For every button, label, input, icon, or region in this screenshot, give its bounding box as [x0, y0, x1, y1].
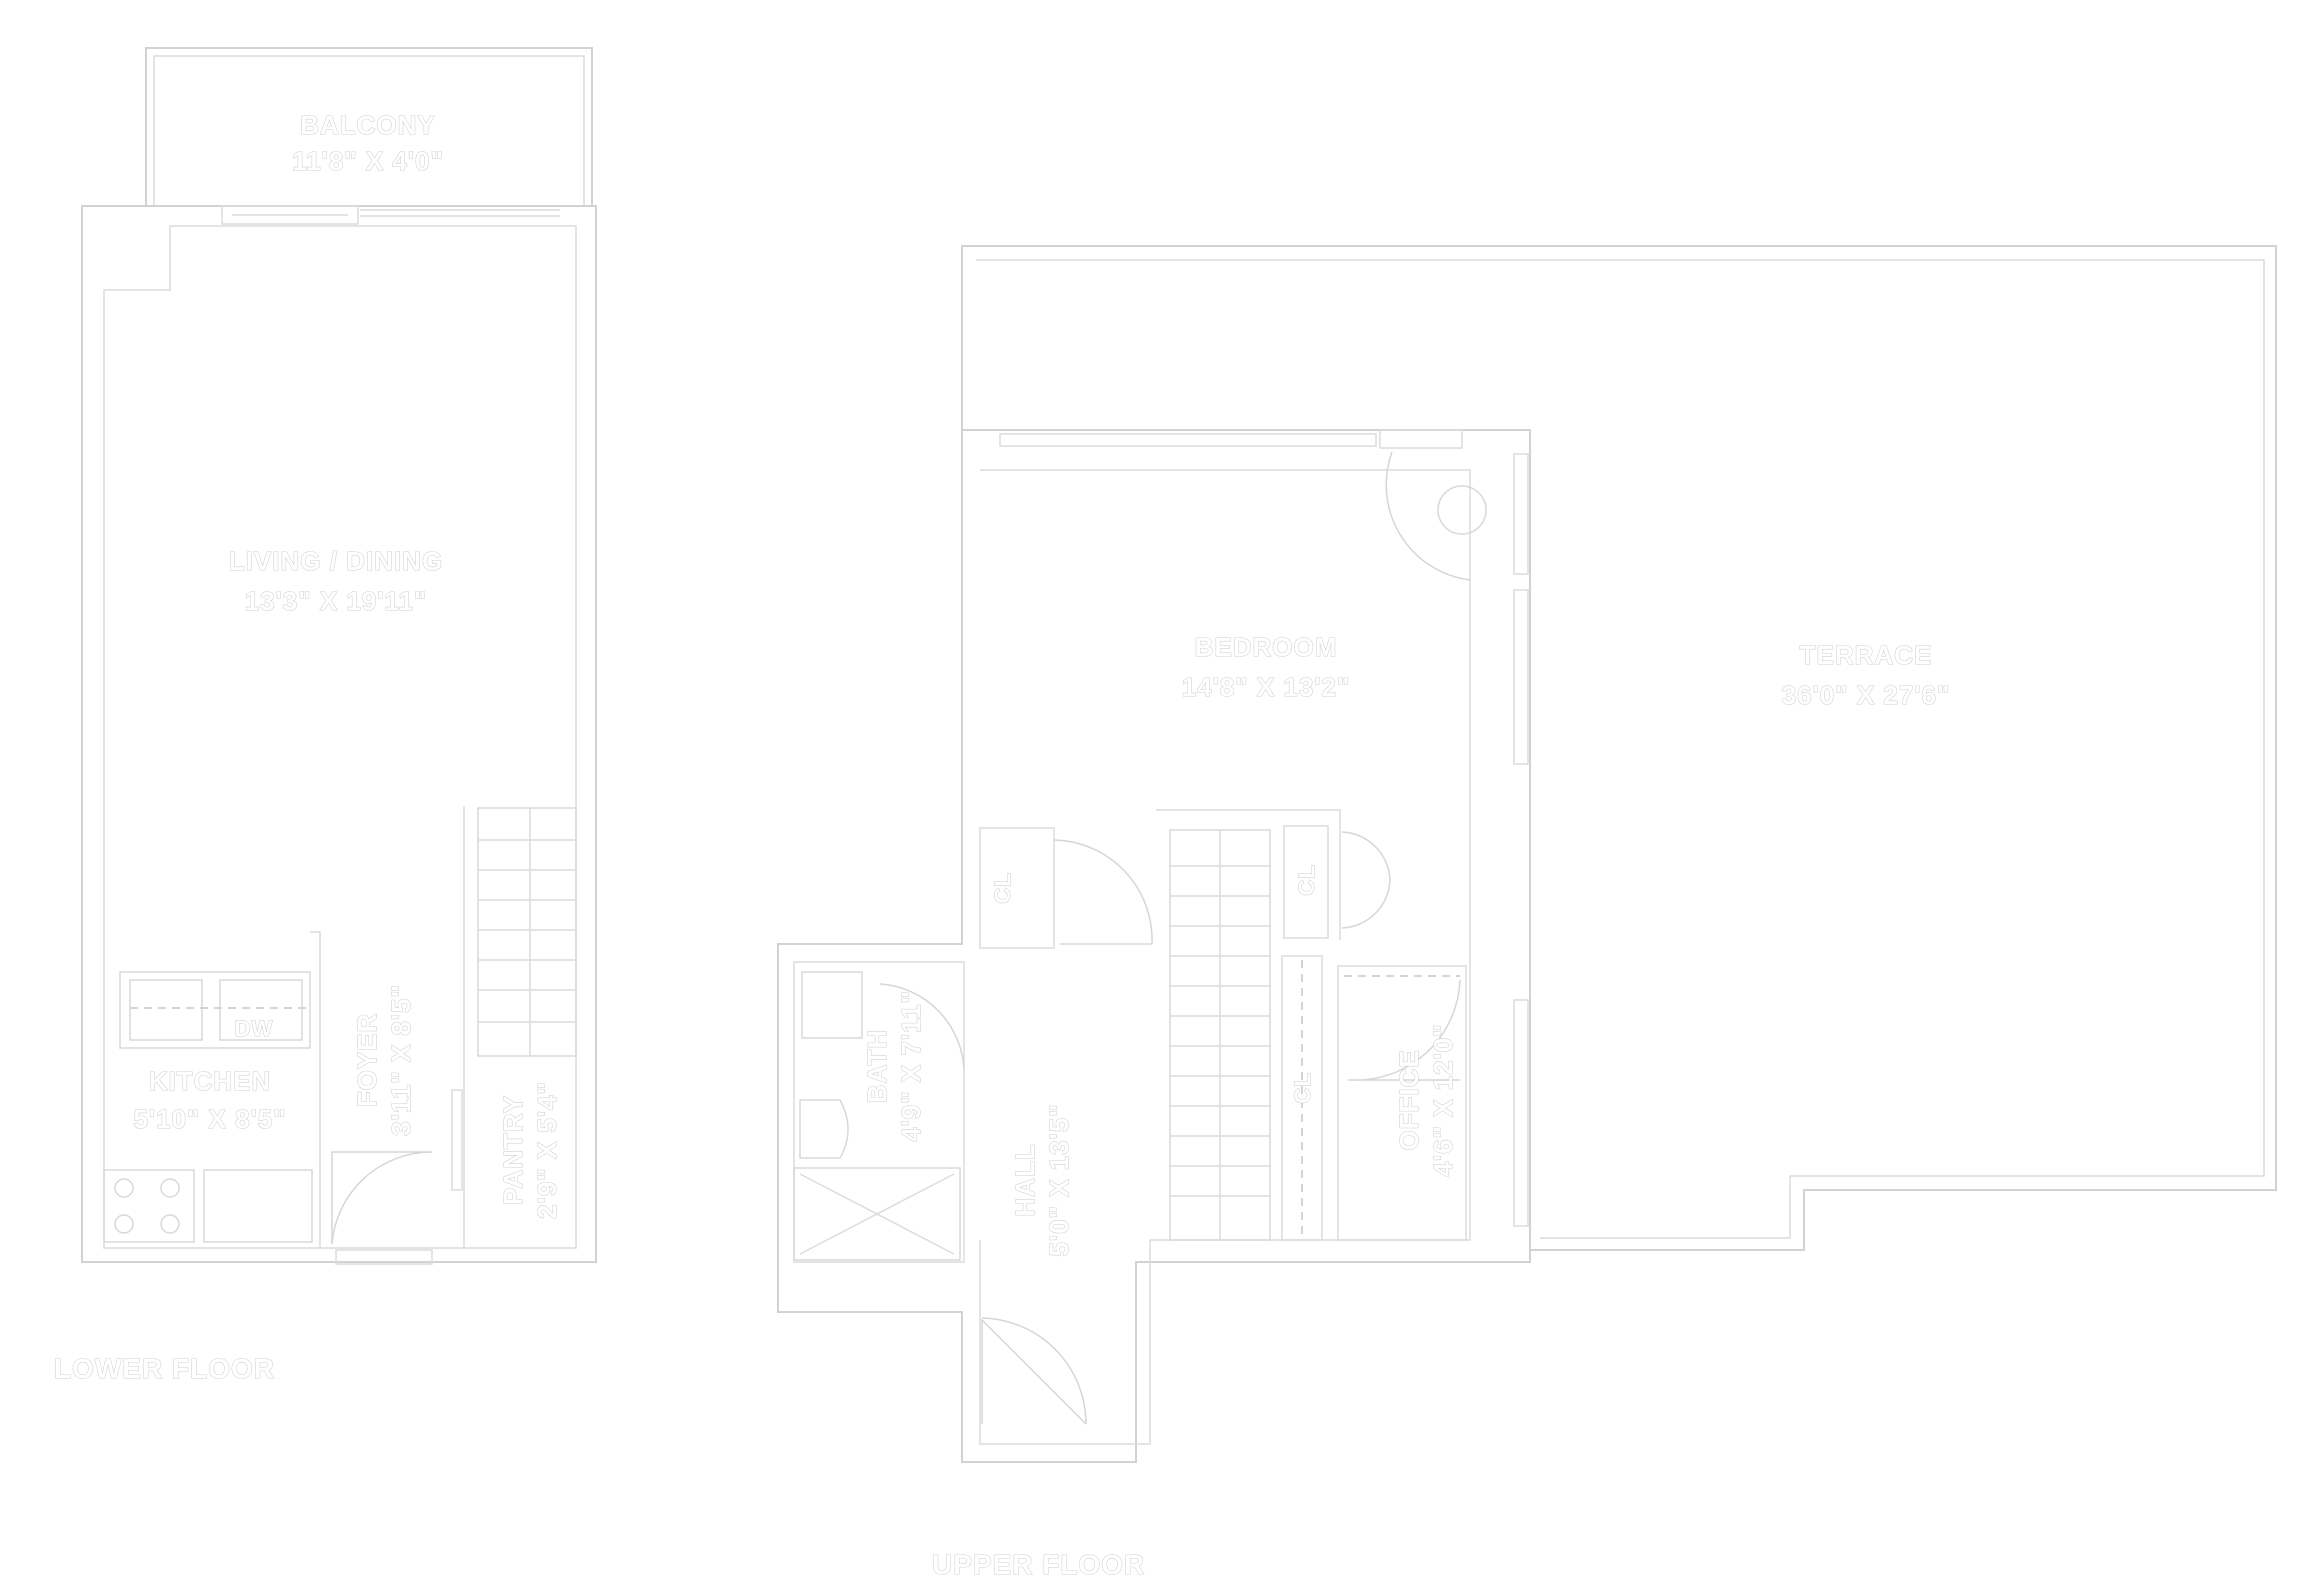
upper-floor-outline [777, 429, 1531, 1463]
bedroom-window [999, 433, 1377, 447]
balcony-outline [145, 47, 593, 206]
kitchen-sink [129, 979, 203, 1041]
kitchen-counter [119, 971, 311, 1049]
kitchen-dimensions: 5'10" X 8'5" [133, 1104, 286, 1134]
balcony-name: BALCONY [300, 110, 436, 140]
foyer-name: FOYER [352, 1013, 382, 1108]
entry-door[interactable] [331, 1151, 433, 1245]
bath-sink [801, 971, 863, 1039]
bedroom-dimensions: 14'8" X 13'2" [1182, 672, 1351, 702]
refrigerator [203, 1169, 313, 1243]
terrace-name: TERRACE [1800, 640, 1933, 670]
lower-staircase [477, 807, 577, 1057]
lower-floor-label: LOWER FLOOR [54, 1353, 275, 1384]
bedroom-name: BEDROOM [1195, 632, 1338, 662]
pantry-name: PANTRY [498, 1095, 528, 1205]
stove [103, 1169, 195, 1243]
terrace-dimensions: 36'0" X 27'6" [1782, 680, 1951, 710]
lower-floor-outline [81, 205, 597, 1263]
toilet [799, 1099, 849, 1159]
closet-right-label: CL [1294, 864, 1319, 895]
living-dining-name: LIVING / DINING [229, 546, 443, 576]
bath-area [793, 961, 965, 1263]
bathtub [793, 1167, 961, 1261]
upper-floor-label: UPPER FLOOR [932, 1549, 1145, 1580]
dishwasher [219, 979, 303, 1041]
hall-dimensions: 5'0" X 13'5" [1044, 1103, 1074, 1256]
living-dining-dimensions: 13'3" X 19'11" [245, 586, 428, 616]
balcony-dimensions: 11'8" X 4'0" [292, 146, 444, 176]
bedroom-terrace-door[interactable] [1385, 451, 1471, 581]
kitchen-name: KITCHEN [149, 1066, 272, 1096]
pantry-dimensions: 2'9" X 5'4" [532, 1081, 562, 1219]
hall-door[interactable] [981, 1317, 1087, 1425]
closet-left-label: CL [990, 872, 1015, 903]
closet-left [979, 827, 1055, 949]
office-area [1337, 965, 1467, 1241]
upper-staircase [1169, 829, 1271, 1241]
office-dimensions: 4'6" X 12'0" [1428, 1023, 1458, 1176]
closet-right [1283, 825, 1329, 939]
terrace-outline [961, 245, 2277, 1251]
bath-dimensions: 4'9" X 7'11" [896, 990, 926, 1142]
balcony-sliding-door [221, 205, 359, 225]
dishwasher-label: DW [235, 1016, 274, 1041]
bath-name: BATH [862, 1029, 892, 1103]
lower-floor-plan: DW BALCONY 11'8" X 4'0" LI [53, 47, 597, 1385]
hall-name: HALL [1010, 1143, 1040, 1216]
office-name: OFFICE [1394, 1049, 1424, 1150]
foyer-dimensions: 3'11" X 8'5" [386, 984, 416, 1136]
office-closet-label: CL [1290, 1072, 1315, 1103]
upper-floor-plan: BEDROOM 14'8" X 13'2" TERRACE 36'0" X 27… [777, 245, 2277, 1581]
